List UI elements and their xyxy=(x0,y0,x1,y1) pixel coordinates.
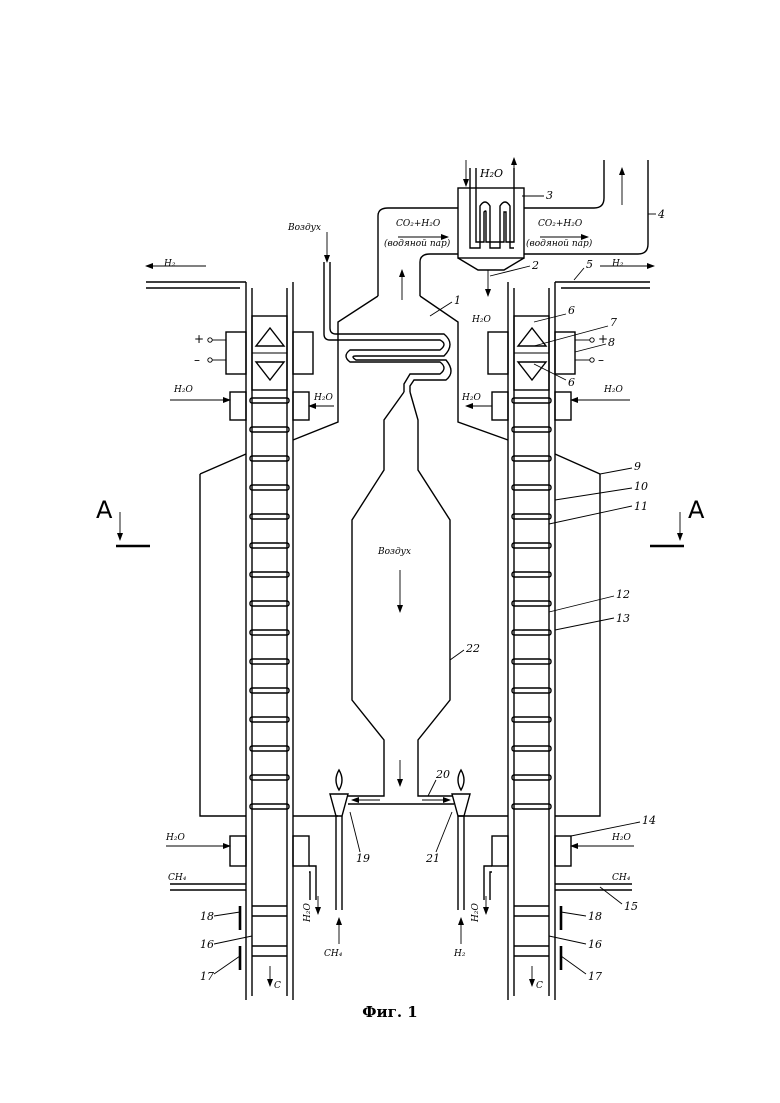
electrode-rung xyxy=(512,456,551,461)
h2o-label-left-out: H₂O xyxy=(313,393,333,403)
electrode-rung xyxy=(250,543,289,548)
callout-16-right: 16 xyxy=(588,938,602,951)
plus-left: + xyxy=(194,332,204,346)
callout-20: 20 xyxy=(435,768,450,781)
ch4-label-left: CH₄ xyxy=(168,873,187,883)
electrode-rung xyxy=(512,427,551,432)
callout-6a: 6 xyxy=(568,304,575,317)
electrode-rung xyxy=(250,775,289,780)
electrode-rung xyxy=(512,717,551,722)
electrode-rung xyxy=(512,688,551,693)
callout-17-right: 17 xyxy=(588,970,602,983)
section-letter-left: А xyxy=(96,496,113,524)
electrode-rung xyxy=(512,485,551,490)
figure-caption: Фиг. 1 xyxy=(362,1003,417,1021)
electrode-rung xyxy=(250,572,289,577)
callout-3: 3 xyxy=(546,189,553,202)
section-mark-left xyxy=(116,512,150,546)
h2o-label-left-top: H₂O xyxy=(173,385,193,395)
callout-13: 13 xyxy=(616,612,630,625)
minus-right: – xyxy=(598,353,604,367)
callout-12: 12 xyxy=(616,588,630,601)
callout-17-left: 17 xyxy=(200,970,214,983)
electrode-rung xyxy=(512,746,551,751)
combustion-chamber-22 xyxy=(348,392,454,804)
electrode-rung xyxy=(512,775,551,780)
callout-7: 7 xyxy=(610,316,617,329)
co2-h2o-label-right: CO₂+H₂O xyxy=(538,219,583,229)
callout-1: 1 xyxy=(454,294,461,307)
electrode-rung xyxy=(250,630,289,635)
plus-right: + xyxy=(598,332,608,346)
callout-4: 4 xyxy=(657,208,665,221)
h2o-label-right-out: H₂O xyxy=(461,393,481,403)
callout-19: 19 xyxy=(356,852,370,865)
carbon-label-right: C xyxy=(536,981,543,991)
air-label-center: Воздух xyxy=(377,547,411,557)
callout-15: 15 xyxy=(624,900,638,913)
carbon-label-left: C xyxy=(274,981,281,991)
callout-18-left: 18 xyxy=(200,910,214,923)
electrode-rung xyxy=(512,659,551,664)
callout-5: 5 xyxy=(586,258,593,271)
callout-11: 11 xyxy=(634,500,648,513)
electrode-rung xyxy=(512,543,551,548)
electrode-rung xyxy=(512,572,551,577)
co2-h2o-label-left: CO₂+H₂O xyxy=(396,219,441,229)
burner-21 xyxy=(452,770,470,944)
callout-21: 21 xyxy=(425,852,440,865)
callout-16-left: 16 xyxy=(200,938,214,951)
section-mark-right xyxy=(650,512,684,546)
electrode-rung xyxy=(512,601,551,606)
h2-label-left: H₂ xyxy=(163,259,176,269)
electrode-rung xyxy=(512,630,551,635)
h2o-label-right-top: H₂O xyxy=(603,385,623,395)
callout-2: 2 xyxy=(531,259,539,272)
steam-label-left: (водяной пар) xyxy=(384,238,451,249)
electrode-rung xyxy=(250,601,289,606)
callout-18-right: 18 xyxy=(588,910,602,923)
callout-9: 9 xyxy=(634,460,641,473)
h2-label-right: H₂ xyxy=(611,259,624,269)
h2o-label-right-drain: H₂O xyxy=(471,903,481,923)
electrode-rung xyxy=(250,485,289,490)
electrode-rung xyxy=(250,659,289,664)
electrode-rung xyxy=(250,717,289,722)
callout-22: 22 xyxy=(465,642,480,655)
electrode-rung xyxy=(250,514,289,519)
callout-numbers: 1 2 3 4 5 6 7 8 6 9 10 11 12 13 14 15 16… xyxy=(200,189,665,983)
ch4-label-right: CH₄ xyxy=(612,873,631,883)
air-label-top: Воздух xyxy=(287,223,321,233)
electrode-rung xyxy=(250,456,289,461)
section-letter-right: А xyxy=(688,496,705,524)
h2o-label-left-drain: H₂O xyxy=(303,903,313,923)
electrode-rung xyxy=(250,398,289,403)
electrode-rung xyxy=(512,514,551,519)
electrode-rung xyxy=(250,804,289,809)
steam-label-right: (водяной пар) xyxy=(526,238,593,249)
hood-1 xyxy=(324,232,458,400)
callout-10: 10 xyxy=(634,480,648,493)
electrode-rung xyxy=(512,398,551,403)
callout-14: 14 xyxy=(642,814,656,827)
minus-left: – xyxy=(194,353,200,367)
electrode-rung xyxy=(250,427,289,432)
burner-19 xyxy=(330,770,348,944)
electrode-rung xyxy=(250,746,289,751)
ch4-label-burner: CH₄ xyxy=(324,949,343,959)
h2o-label-right-bottom: H₂O xyxy=(611,833,631,843)
electrode-rung xyxy=(250,688,289,693)
callout-8: 8 xyxy=(608,336,615,349)
h2o-label-drain: H₂O xyxy=(471,315,491,325)
h2o-label-top: H₂O xyxy=(479,167,503,180)
h2-label-burner: H₂ xyxy=(453,949,466,959)
electrode-rung xyxy=(512,804,551,809)
callout-6b: 6 xyxy=(568,376,575,389)
h2o-label-left-bottom: H₂O xyxy=(165,833,185,843)
